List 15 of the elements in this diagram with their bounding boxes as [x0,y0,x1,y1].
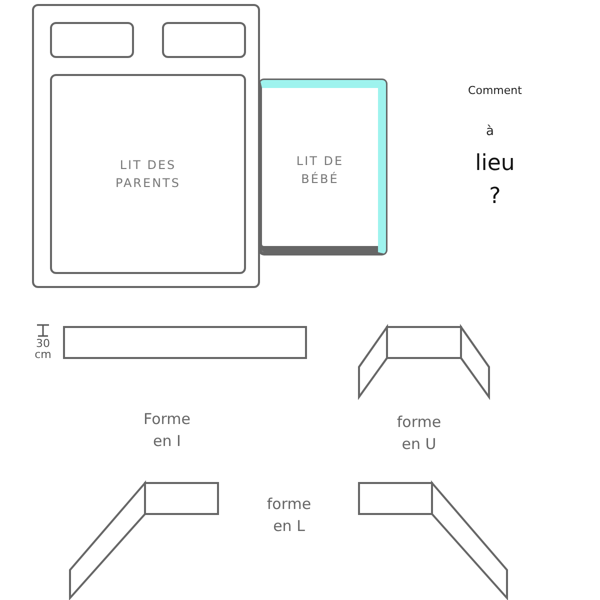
question-mark: ? [488,186,502,208]
pillow [50,22,134,58]
mattress [50,74,246,274]
baby-bed [260,80,386,254]
dimension-label: 30 cm [34,338,52,360]
bed-label: LIT DE BÉBÉ [295,153,345,188]
bed-frame [32,4,260,288]
bed-label: LIT DES PARENTS [114,157,182,192]
question-text: à [485,123,495,141]
question-text: lieu [474,153,516,175]
shape-caption: forme en L [266,494,312,537]
shape-caption: forme en U [396,412,442,455]
pillow [162,22,246,58]
question-text: Comment [467,83,523,99]
shape-caption: Forme en I [142,409,192,452]
